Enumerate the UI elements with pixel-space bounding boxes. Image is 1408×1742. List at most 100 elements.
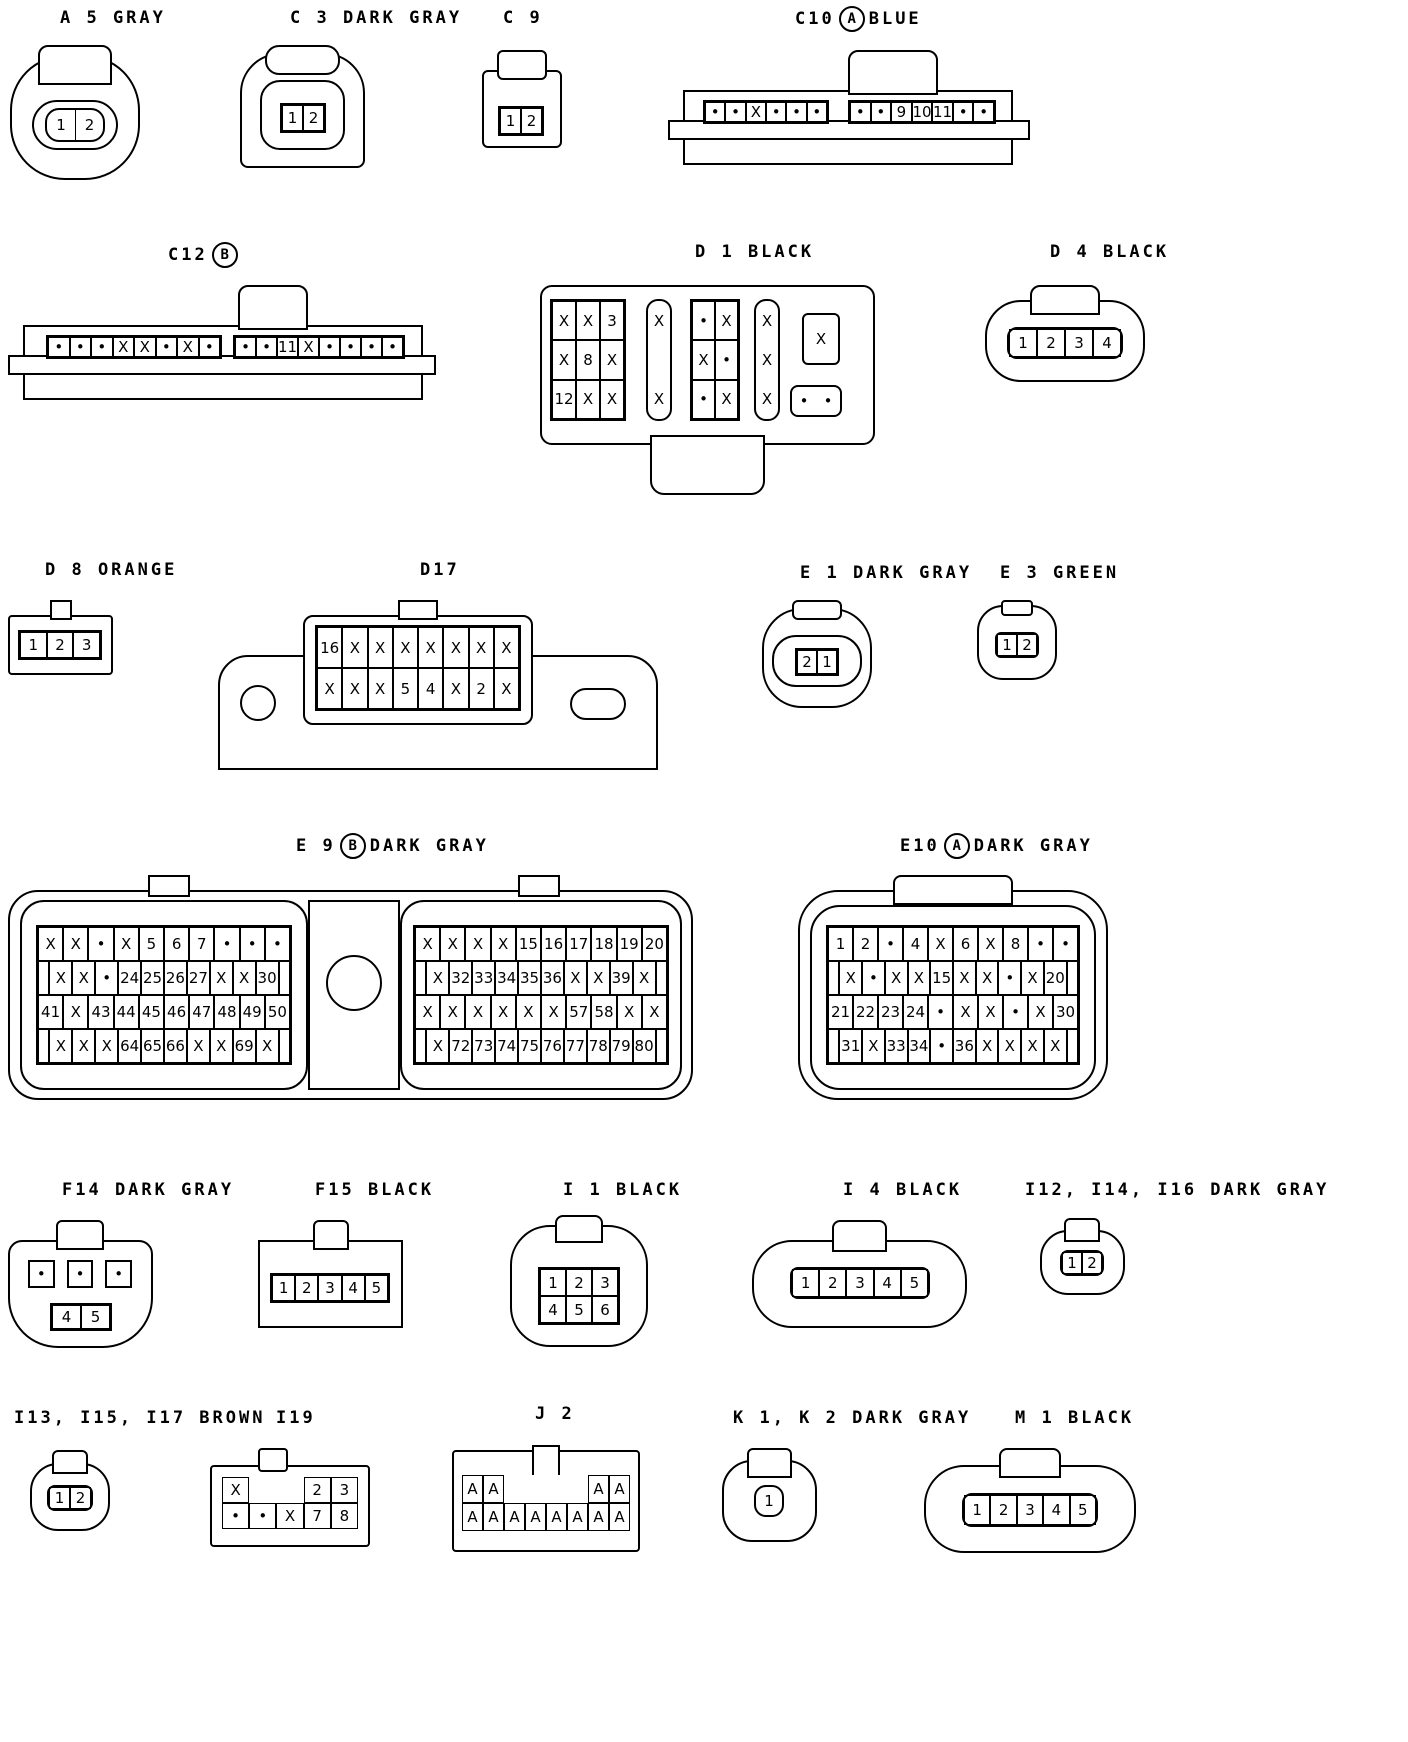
pin: • xyxy=(823,392,833,410)
connector-c3: 1 2 xyxy=(240,45,365,170)
pin: X xyxy=(415,995,441,1029)
pin: • xyxy=(88,927,114,961)
pin: 3 xyxy=(600,301,624,341)
pin: 45 xyxy=(138,995,164,1029)
pin: • xyxy=(870,102,892,122)
pin: X xyxy=(576,379,600,419)
pin-block-a: X X 3 X 8 X 12 X X xyxy=(550,299,626,421)
pin: 1 xyxy=(792,1269,820,1297)
pin: 80 xyxy=(632,1029,656,1063)
pin: X xyxy=(440,995,466,1029)
pin: 30 xyxy=(1053,995,1078,1029)
pin: X xyxy=(63,927,89,961)
pin: X xyxy=(541,995,567,1029)
pin: X xyxy=(952,961,976,995)
pin: X xyxy=(862,1029,885,1063)
pin: 4 xyxy=(873,1269,901,1297)
pin: 16 xyxy=(541,927,567,961)
pin: X xyxy=(38,927,64,961)
pin: 20 xyxy=(641,927,667,961)
j2-label: J 2 xyxy=(535,1404,575,1424)
pin: • xyxy=(319,337,340,357)
pin: 3 xyxy=(318,1275,342,1301)
e3-label: E 3 GREEN xyxy=(1000,563,1120,583)
pin xyxy=(1066,1029,1078,1063)
pin: 4 xyxy=(1093,329,1121,357)
pin: 49 xyxy=(239,995,265,1029)
pin: 8 xyxy=(1003,927,1028,961)
pin: 76 xyxy=(540,1029,564,1063)
pin-side-top: X xyxy=(802,313,840,365)
pin: 22 xyxy=(853,995,878,1029)
pin: X xyxy=(298,337,319,357)
pin: • xyxy=(799,392,809,410)
pin-row: 1 2 3 4 5 xyxy=(270,1273,390,1303)
pin: 2 xyxy=(295,1275,319,1301)
pin: 34 xyxy=(495,961,519,995)
connector-m1: 1 2 3 4 5 xyxy=(924,1445,1136,1555)
e10-id: E10 xyxy=(900,836,940,856)
pin: X xyxy=(552,301,576,341)
pin-grid: 16 X X X X X X X X X X 5 4 X 2 X xyxy=(315,625,521,711)
pin-grid: X 2 3 • • X 7 8 xyxy=(222,1477,358,1529)
pin: • xyxy=(928,995,953,1029)
pin: 4 xyxy=(52,1305,81,1329)
pin: 1 xyxy=(500,108,521,134)
pin: X xyxy=(975,961,999,995)
pin-row: 1 2 xyxy=(498,106,544,136)
pin: • xyxy=(105,1260,132,1288)
pin: X xyxy=(440,927,466,961)
pin: X xyxy=(342,627,368,668)
pin: 4 xyxy=(418,668,444,709)
pin: 1 xyxy=(817,650,837,674)
pin: 18 xyxy=(591,927,617,961)
pin: X xyxy=(465,927,491,961)
pin: 7 xyxy=(303,1503,331,1529)
pin: X xyxy=(209,1029,233,1063)
pin: X xyxy=(418,627,444,668)
connector-j2: A A A A A A A A A A A A xyxy=(452,1445,640,1555)
pin: X xyxy=(563,961,587,995)
pin: X xyxy=(975,1029,999,1063)
pin: X xyxy=(317,668,343,709)
pin: • xyxy=(264,927,290,961)
pin: • xyxy=(1053,927,1078,961)
pin: 3 xyxy=(592,1269,618,1296)
pin: • xyxy=(850,102,871,122)
pin xyxy=(655,1029,667,1063)
c12-circle: B xyxy=(211,242,238,268)
pin: • xyxy=(340,337,361,357)
pin: X xyxy=(72,1029,96,1063)
pin: 1 xyxy=(1009,329,1037,357)
pin: 1 xyxy=(540,1269,566,1296)
pin: 1 xyxy=(282,105,303,131)
pin: 2 xyxy=(1017,634,1037,656)
pin: X xyxy=(632,961,656,995)
pin: 48 xyxy=(214,995,240,1029)
pin: 69 xyxy=(232,1029,256,1063)
pin: 39 xyxy=(609,961,633,995)
pin xyxy=(828,961,840,995)
pin-row-left: • • • X X • X • xyxy=(46,335,222,359)
pin: X xyxy=(113,927,139,961)
connector-i12: 1 2 xyxy=(1040,1215,1125,1300)
pin: • xyxy=(155,337,177,357)
pin: 6 xyxy=(953,927,978,961)
pin: 24 xyxy=(118,961,142,995)
d17-label: D17 xyxy=(420,560,460,580)
pin: 1 xyxy=(997,634,1017,656)
pin: X xyxy=(745,102,766,122)
pin-row: 1 2 3 4 xyxy=(1007,327,1123,359)
pin: 2 xyxy=(797,650,817,674)
pin: X xyxy=(276,1503,304,1529)
e10-color: DARK GRAY xyxy=(973,836,1093,856)
pin xyxy=(525,1475,546,1503)
pin: 2 xyxy=(566,1269,592,1296)
pin-row: 2 1 xyxy=(795,648,839,676)
pin: X xyxy=(490,995,516,1029)
pin: • xyxy=(973,102,994,122)
pin: 7 xyxy=(189,927,215,961)
pin: 5 xyxy=(566,1296,592,1323)
a5-label: A 5 GRAY xyxy=(60,8,166,28)
